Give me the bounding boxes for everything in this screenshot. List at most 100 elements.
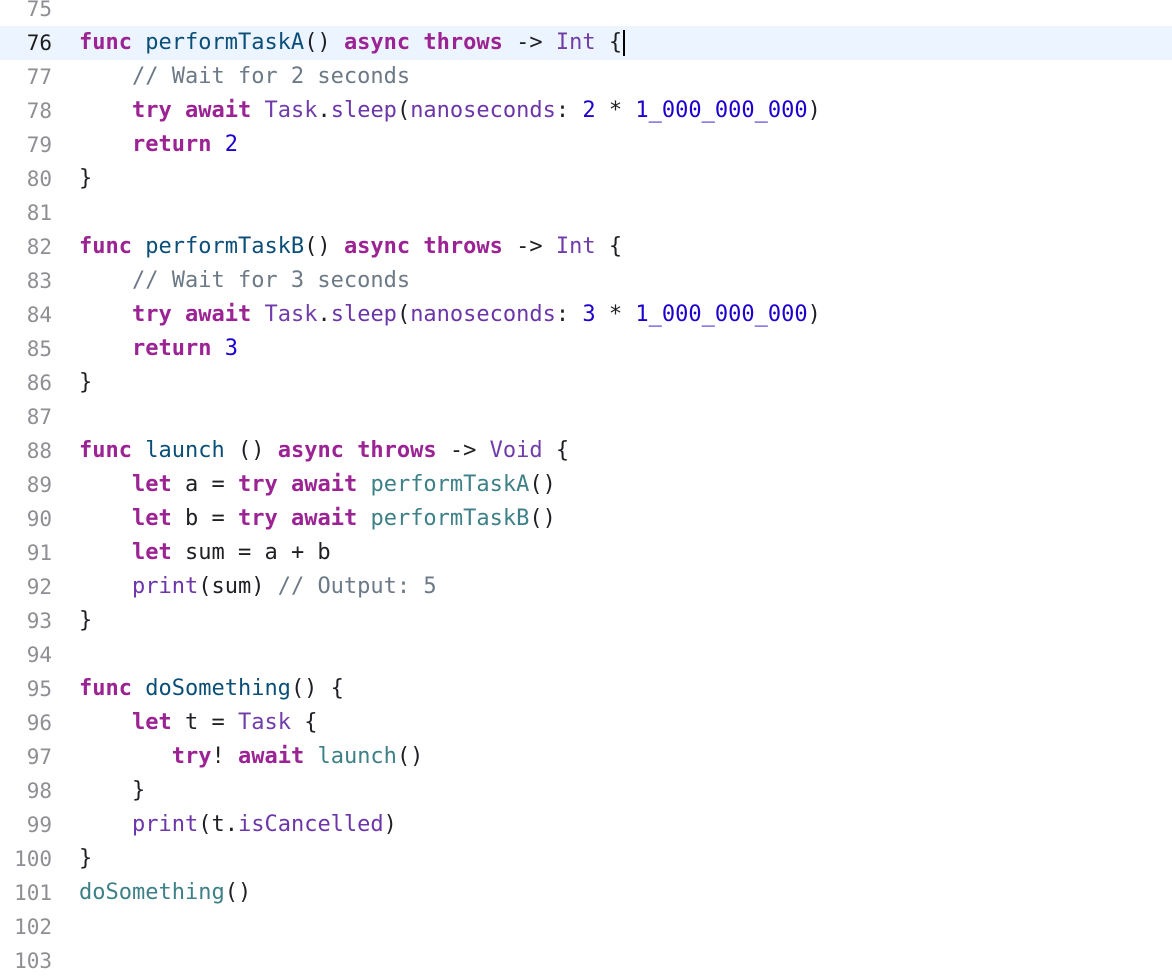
code-line[interactable]: 80} bbox=[0, 162, 1172, 196]
code-line[interactable]: 97 try! await launch() bbox=[0, 740, 1172, 774]
code-text[interactable]: let a = try await performTaskA() bbox=[79, 468, 556, 502]
code-token: let bbox=[131, 710, 172, 735]
code-text[interactable]: return 3 bbox=[79, 332, 238, 366]
code-text[interactable]: } bbox=[79, 774, 145, 808]
text-cursor bbox=[623, 30, 626, 56]
code-text[interactable]: print(sum) // Output: 5 bbox=[79, 570, 437, 604]
code-line[interactable]: 78 try await Task.sleep(nanoseconds: 2 *… bbox=[0, 94, 1172, 128]
code-text[interactable]: let b = try await performTaskB() bbox=[79, 502, 556, 536]
code-token: () bbox=[304, 234, 344, 259]
code-text[interactable]: // Wait for 2 seconds bbox=[79, 60, 410, 94]
code-token: () bbox=[529, 472, 556, 497]
code-token bbox=[304, 744, 317, 769]
code-line[interactable]: 93} bbox=[0, 604, 1172, 638]
code-token: launch bbox=[317, 744, 397, 769]
line-number: 88 bbox=[26, 439, 52, 463]
code-line[interactable]: 77 // Wait for 2 seconds bbox=[0, 60, 1172, 94]
code-token bbox=[344, 438, 357, 463]
code-text[interactable]: } bbox=[79, 366, 92, 400]
code-token: await bbox=[184, 98, 252, 123]
code-token: // Output: 5 bbox=[277, 574, 437, 599]
code-token: 3 bbox=[582, 302, 596, 327]
code-token: throws bbox=[357, 438, 437, 463]
code-text[interactable]: } bbox=[79, 842, 92, 876]
code-line[interactable]: 92 print(sum) // Output: 5 bbox=[0, 570, 1172, 604]
code-line[interactable]: 85 return 3 bbox=[0, 332, 1172, 366]
code-token: async bbox=[277, 438, 344, 463]
code-text[interactable]: let sum = a + b bbox=[79, 536, 331, 570]
code-token: 2 bbox=[224, 132, 238, 157]
code-line[interactable]: 100} bbox=[0, 842, 1172, 876]
code-token: sleep bbox=[330, 302, 397, 327]
code-token: throws bbox=[423, 234, 503, 259]
code-token bbox=[79, 574, 132, 599]
code-line[interactable]: 83 // Wait for 3 seconds bbox=[0, 264, 1172, 298]
code-line[interactable]: 103 bbox=[0, 944, 1172, 978]
code-text[interactable]: try await Task.sleep(nanoseconds: 3 * 1_… bbox=[79, 298, 821, 332]
code-line[interactable]: 102 bbox=[0, 910, 1172, 944]
code-token: . bbox=[317, 302, 331, 327]
code-text[interactable]: doSomething() bbox=[79, 876, 251, 910]
line-number: 80 bbox=[26, 167, 52, 191]
code-line[interactable]: 90 let b = try await performTaskB() bbox=[0, 502, 1172, 536]
code-token: * bbox=[595, 302, 636, 327]
code-text[interactable]: let t = Task { bbox=[79, 706, 317, 740]
code-token: nanoseconds bbox=[410, 98, 556, 123]
code-line[interactable]: 94 bbox=[0, 638, 1172, 672]
code-text[interactable]: func doSomething() { bbox=[79, 672, 344, 706]
code-text[interactable]: try! await launch() bbox=[79, 740, 424, 774]
code-text[interactable]: try await Task.sleep(nanoseconds: 2 * 1_… bbox=[79, 94, 821, 128]
code-line[interactable]: 86} bbox=[0, 366, 1172, 400]
code-token: () { bbox=[290, 676, 344, 701]
code-text[interactable]: func launch () async throws -> Void { bbox=[79, 434, 569, 468]
code-token bbox=[79, 540, 132, 565]
code-line[interactable]: 84 try await Task.sleep(nanoseconds: 3 *… bbox=[0, 298, 1172, 332]
code-token: } bbox=[79, 166, 93, 191]
code-token: launch bbox=[145, 438, 225, 463]
code-line[interactable]: 98 } bbox=[0, 774, 1172, 808]
code-text[interactable]: func performTaskB() async throws -> Int … bbox=[79, 230, 622, 264]
code-token: -> bbox=[502, 234, 556, 259]
code-token: () bbox=[396, 744, 424, 769]
code-token: print bbox=[131, 812, 199, 837]
code-line[interactable]: 99 print(t.isCancelled) bbox=[0, 808, 1172, 842]
code-text[interactable]: return 2 bbox=[79, 128, 238, 162]
code-token: } bbox=[79, 846, 93, 871]
code-token: print bbox=[131, 574, 199, 599]
code-token: ! bbox=[211, 744, 238, 769]
code-line[interactable]: 96 let t = Task { bbox=[0, 706, 1172, 740]
code-line[interactable]: 91 let sum = a + b bbox=[0, 536, 1172, 570]
line-number: 93 bbox=[26, 609, 52, 633]
code-text[interactable]: } bbox=[79, 162, 92, 196]
code-token: performTaskB bbox=[370, 506, 530, 531]
code-text[interactable]: // Wait for 3 seconds bbox=[79, 264, 410, 298]
code-line[interactable]: 89 let a = try await performTaskA() bbox=[0, 468, 1172, 502]
code-token: a = bbox=[171, 472, 238, 497]
code-text[interactable]: print(t.isCancelled) bbox=[79, 808, 397, 842]
code-text[interactable]: } bbox=[79, 604, 92, 638]
code-token: -> bbox=[502, 30, 556, 55]
code-token: performTaskB bbox=[145, 234, 305, 259]
code-token: ) bbox=[807, 302, 821, 327]
code-token bbox=[410, 30, 423, 55]
code-token: } bbox=[79, 370, 93, 395]
code-line[interactable]: 87 bbox=[0, 400, 1172, 434]
code-line[interactable]: 81 bbox=[0, 196, 1172, 230]
code-token bbox=[79, 336, 132, 361]
code-token bbox=[211, 336, 224, 361]
code-token bbox=[251, 98, 264, 123]
code-line[interactable]: 88 func launch () async throws -> Void { bbox=[0, 434, 1172, 468]
line-number: 89 bbox=[26, 473, 52, 497]
code-token: Task bbox=[237, 710, 291, 735]
code-token: return bbox=[131, 336, 212, 361]
code-text[interactable]: func performTaskA() async throws -> Int … bbox=[79, 26, 626, 60]
code-line[interactable]: 79 return 2 bbox=[0, 128, 1172, 162]
code-token bbox=[357, 472, 370, 497]
code-line[interactable]: 75 bbox=[0, 0, 1172, 26]
line-number: 84 bbox=[26, 303, 52, 327]
